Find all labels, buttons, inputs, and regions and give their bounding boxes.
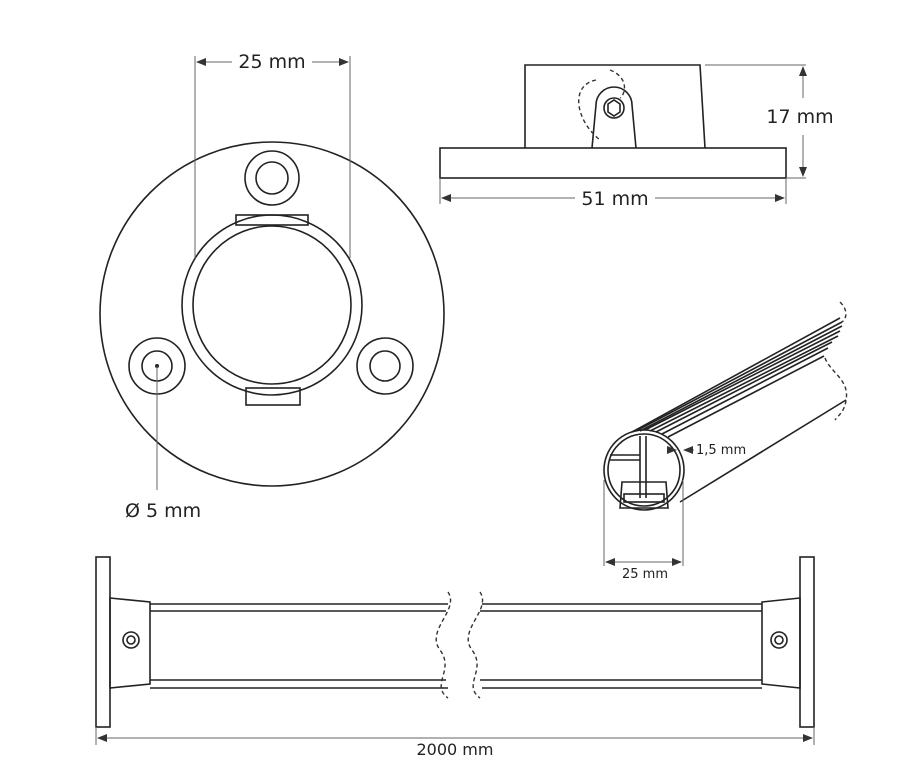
- rail-profile-view: [603, 301, 848, 566]
- profile-diameter-label: 25 mm: [622, 567, 668, 582]
- flange-width-label: 51 mm: [581, 188, 648, 210]
- flange-tube-diameter-label: 25 mm: [238, 51, 305, 73]
- wall-thickness-label: 1,5 mm: [696, 443, 746, 458]
- flange-front-view: [99, 56, 445, 490]
- hole-diameter-label: Ø 5 mm: [125, 500, 201, 522]
- rail-assembly-view: [95, 556, 815, 745]
- flange-height-label: 17 mm: [766, 106, 833, 128]
- flange-side-view: [439, 64, 807, 204]
- rail-length-label: 2000 mm: [417, 740, 494, 759]
